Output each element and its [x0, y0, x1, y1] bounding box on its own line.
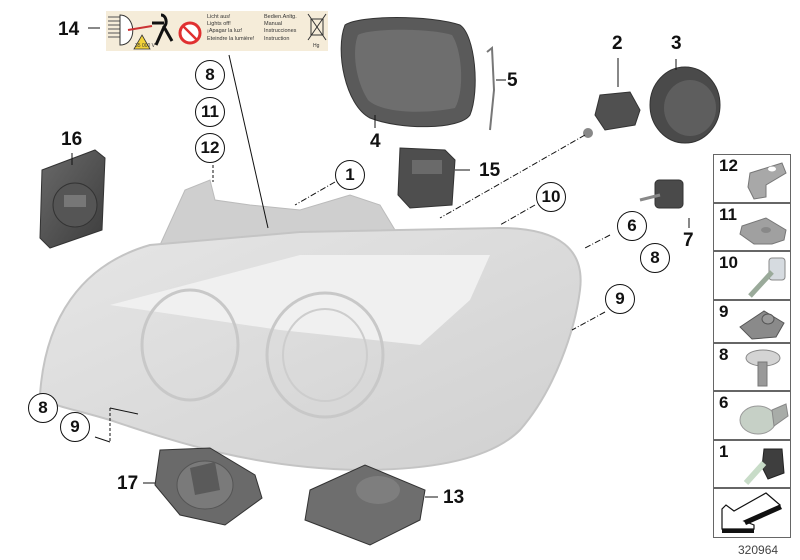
side-part-6[interactable]: 6 — [713, 391, 791, 440]
part-3-cap — [649, 66, 721, 144]
leader-lines — [71, 27, 690, 498]
hg-text: Hg — [313, 43, 320, 49]
recycle-bin-icon — [307, 13, 327, 41]
part-15-module — [397, 147, 456, 209]
warning-text-manual: Bedien.Anltg. Manual Instrucciones Instr… — [264, 14, 297, 42]
callout-14[interactable]: 14 — [58, 19, 80, 40]
side-part-1[interactable]: 1 — [713, 440, 791, 488]
callout-17[interactable]: 17 — [117, 473, 139, 494]
clip-nut-icon — [739, 310, 785, 340]
warning-pictograms — [108, 13, 327, 50]
part-2-adjuster-motor — [583, 91, 641, 138]
callout-circle-11[interactable]: 11 — [195, 97, 225, 127]
callout-circle-12[interactable]: 12 — [195, 133, 225, 163]
callout-2[interactable]: 2 — [612, 33, 623, 54]
side-part-9[interactable]: 9 — [713, 300, 791, 343]
callout-3[interactable]: 3 — [671, 33, 682, 54]
callout-circle-6[interactable]: 6 — [617, 211, 647, 241]
callout-5[interactable]: 5 — [507, 70, 518, 91]
part-16-control-unit — [39, 149, 106, 249]
callout-circle-9-bottom[interactable]: 9 — [60, 412, 90, 442]
part-17-ballast — [154, 447, 263, 526]
callout-7[interactable]: 7 — [683, 230, 694, 251]
part-5-wire — [486, 45, 496, 131]
side-arrow-symbol[interactable] — [713, 488, 791, 538]
adjusting-screw-icon — [748, 257, 786, 298]
bracket-clip-icon — [747, 162, 787, 200]
callout-circle-8-bottom[interactable]: 8 — [28, 393, 58, 423]
part-13-control-unit-box — [304, 464, 426, 546]
diagram-id: 320964 — [738, 543, 779, 557]
callout-16[interactable]: 16 — [61, 129, 83, 150]
callout-circle-9-right[interactable]: 9 — [605, 284, 635, 314]
headlamp-assembly — [38, 226, 582, 472]
callout-circle-10[interactable]: 10 — [536, 182, 566, 212]
side-part-10[interactable]: 10 — [713, 251, 791, 300]
part-4-housing-cover — [340, 17, 476, 128]
mounting-plate-icon — [739, 217, 787, 245]
warning-text-languages: Licht aus! Lights off! ¡Apagar la luz! E… — [207, 14, 255, 42]
part-7-socket — [639, 179, 684, 209]
side-part-8[interactable]: 8 — [713, 343, 791, 391]
voltage-text: 35 000 V — [135, 43, 156, 49]
callout-13[interactable]: 13 — [443, 487, 465, 508]
screw-icon — [745, 349, 781, 387]
arrow-left-down-icon — [721, 492, 782, 533]
side-part-12[interactable]: 12 — [713, 154, 791, 203]
side-part-11[interactable]: 11 — [713, 203, 791, 251]
part-14-warning-label: Licht aus! Lights off! ¡Apagar la luz! E… — [106, 11, 328, 51]
callout-circle-1[interactable]: 1 — [335, 160, 365, 190]
bulb-icon — [739, 403, 789, 435]
callout-4[interactable]: 4 — [370, 131, 381, 152]
callout-circle-8-top[interactable]: 8 — [195, 60, 225, 90]
callout-15[interactable]: 15 — [479, 160, 501, 181]
h-bulb-icon — [743, 448, 785, 486]
callout-circle-8-right[interactable]: 8 — [640, 243, 670, 273]
